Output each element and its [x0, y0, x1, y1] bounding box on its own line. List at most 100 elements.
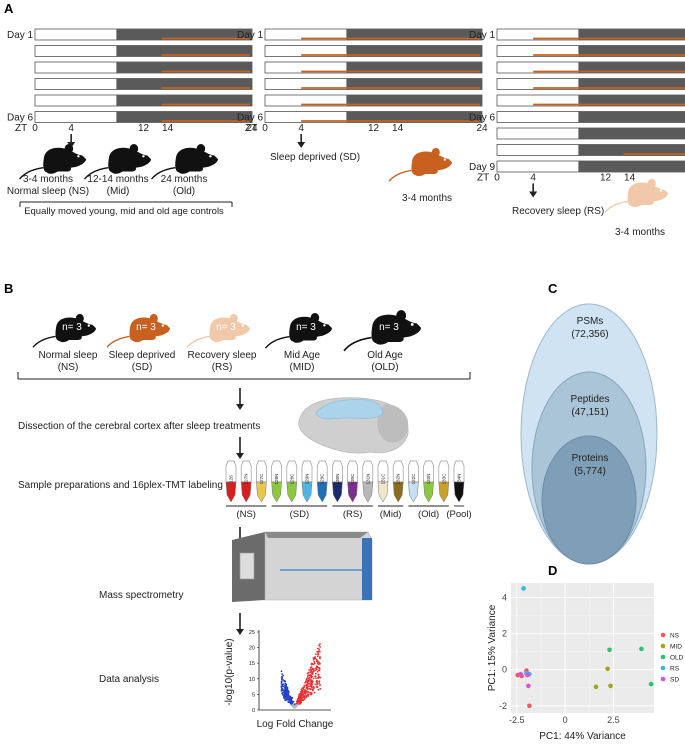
- legend-label-mid: MID: [670, 644, 682, 651]
- point-mid: [593, 684, 599, 690]
- legend-key-mid: [660, 643, 666, 649]
- zt-tick: 12: [600, 173, 612, 184]
- volcano-point: [314, 683, 317, 686]
- volcano-point: [317, 688, 320, 691]
- volcano-point: [281, 675, 283, 678]
- mouse-group-label: Recovery sleep: [188, 350, 257, 361]
- y-tick-label: -2: [499, 701, 507, 711]
- volcano-point: [281, 673, 284, 675]
- volcano-point: [310, 685, 312, 688]
- mouse-group-code: (SD): [132, 362, 153, 373]
- dark-period: [578, 161, 685, 172]
- volcano-point: [292, 706, 295, 708]
- control-age-mid: 12-14 months: [87, 174, 148, 185]
- control-label-ns: Normal sleep (NS): [7, 186, 89, 197]
- volcano-point: [318, 644, 320, 647]
- volcano-point: [319, 646, 321, 648]
- tmt-tube: 130N: [332, 460, 343, 503]
- point-rs: [521, 586, 526, 591]
- tmt-tag: 131N: [365, 474, 370, 485]
- point-ns: [527, 703, 532, 709]
- volcano-point: [283, 690, 285, 693]
- ms-side-panel: [362, 538, 372, 600]
- legend-key-sd: [660, 676, 666, 682]
- sd-label: Sleep deprived (SD): [270, 152, 360, 163]
- x-tick-label: 0: [563, 715, 568, 725]
- tmt-tube: 134N: [453, 460, 465, 503]
- tmt-tag: 127C: [259, 473, 264, 485]
- tmt-tag: 130N: [335, 474, 340, 485]
- mouse-sd: [388, 147, 453, 182]
- tmt-tag: 128C: [289, 473, 294, 485]
- volcano-point: [318, 648, 320, 651]
- volcano-point: [290, 702, 293, 705]
- volcano-point: [306, 681, 308, 684]
- dark-period: [346, 29, 482, 40]
- volcano-point: [287, 690, 290, 692]
- tmt-tube: 127N: [240, 460, 252, 503]
- volcano-point: [281, 692, 284, 694]
- legend-key-old: [660, 654, 666, 660]
- tube-body: [438, 481, 450, 503]
- mouse-group-label: Normal sleep: [39, 350, 98, 361]
- volcano-point: [295, 703, 298, 706]
- tmt-tube: 129N: [301, 460, 313, 503]
- legend-key-ns: [660, 632, 666, 638]
- tube-body: [453, 481, 465, 503]
- tmt-group-label: (Pool): [446, 509, 471, 520]
- volcano-point: [296, 698, 299, 700]
- volcano-point: [303, 688, 305, 691]
- volcano-point: [306, 688, 309, 691]
- volcano-point: [311, 673, 314, 675]
- volcano-point: [312, 670, 315, 672]
- volcano-point: [285, 687, 287, 690]
- dark-period: [578, 45, 685, 57]
- volcano-point: [312, 658, 315, 661]
- volcano-point: [301, 693, 304, 696]
- volcano-point: [316, 681, 319, 683]
- point-sd: [518, 671, 523, 677]
- volcano-point: [319, 687, 322, 690]
- volcano-point: [308, 671, 311, 674]
- volcano-point: [284, 693, 287, 695]
- volcano-point: [298, 696, 300, 699]
- volcano-tick-label: 15: [249, 661, 255, 667]
- mouse-group-code: (RS): [212, 362, 233, 373]
- volcano-point: [302, 699, 305, 702]
- legend-label-ns: NS: [670, 633, 680, 640]
- tmt-tag: 132C: [411, 473, 416, 485]
- tmt-tube: 131N: [362, 460, 374, 503]
- zt4-arrow: [529, 183, 538, 198]
- mouse-n-label: n= 3: [62, 322, 82, 333]
- volcano-point: [312, 677, 315, 680]
- dark-period: [578, 78, 685, 90]
- volcano-point: [315, 679, 318, 682]
- tmt-tag: 131C: [381, 473, 386, 485]
- tube-body: [423, 481, 434, 503]
- volcano-point: [286, 693, 289, 696]
- volcano-tick-label: 20: [249, 646, 255, 652]
- volcano-point: [319, 684, 321, 687]
- tmt-tube: 131C: [377, 460, 389, 503]
- zt-tick: 14: [162, 123, 174, 134]
- dark-period: [578, 111, 685, 123]
- control-label-mid: (Mid): [107, 186, 130, 197]
- workflow-arrow-1: [236, 388, 244, 410]
- volcano-point: [316, 665, 319, 668]
- volcano-point: [305, 696, 308, 699]
- tmt-tag: 126: [229, 475, 234, 483]
- tube-body: [362, 481, 374, 503]
- volcano-tick-label: 10: [249, 677, 255, 683]
- mouse-group-code: (NS): [58, 362, 79, 373]
- zt-tick: 0: [494, 173, 500, 184]
- volcano-point: [290, 704, 293, 707]
- volcano-tick-label: 5: [252, 692, 255, 698]
- control-label-old: (Old): [173, 186, 195, 197]
- zt-label: ZT: [15, 123, 27, 134]
- volcano-tick-label: 0: [252, 708, 255, 714]
- tmt-tag: 129C: [320, 473, 325, 485]
- tmt-group-label: (SD): [290, 509, 310, 520]
